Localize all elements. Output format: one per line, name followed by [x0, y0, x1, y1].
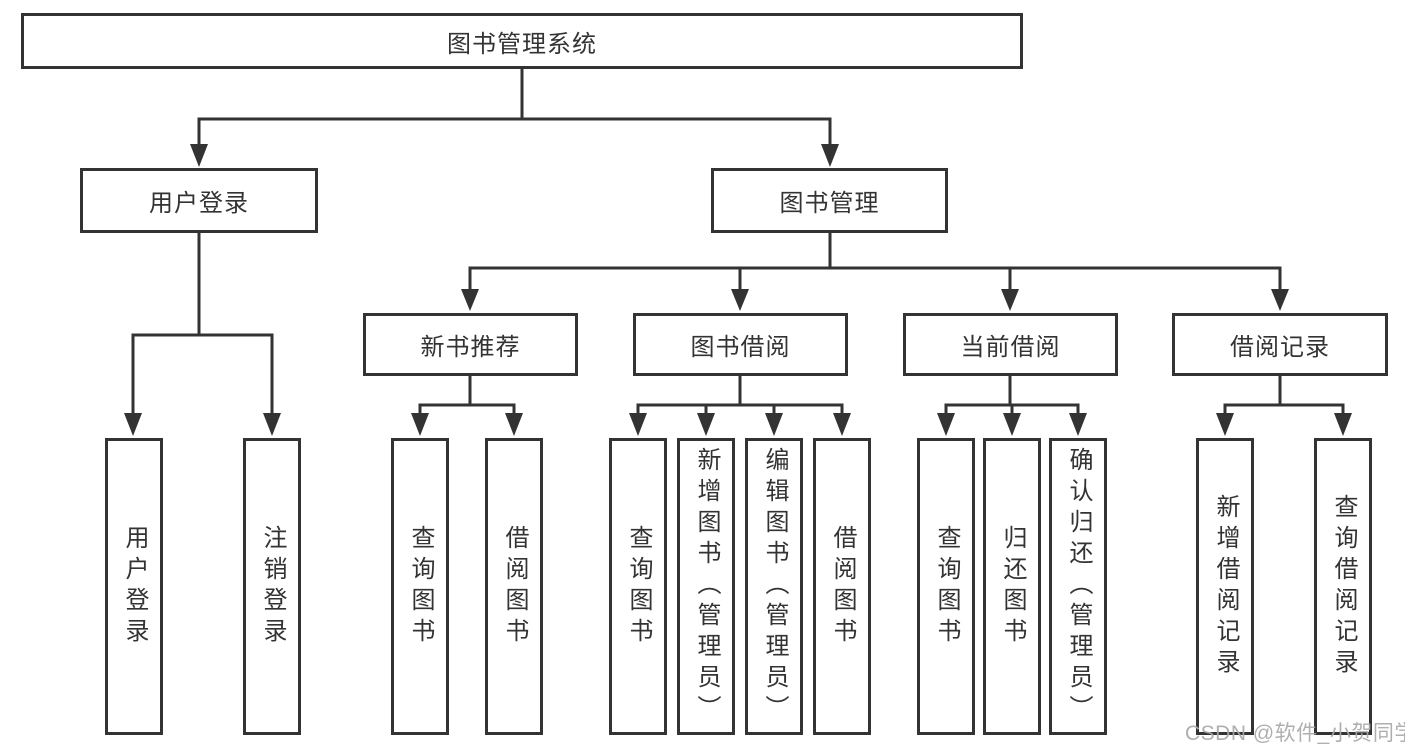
- connector-path: [131, 67, 1345, 417]
- node-borrow-records: 借阅记录: [1172, 313, 1388, 376]
- node-book-borrow-label: 图书借阅: [690, 334, 791, 361]
- leaf-query-book-current-label: 查询图书: [933, 524, 960, 649]
- leaf-borrow-book-recommend-label: 借阅图书: [501, 524, 528, 649]
- arrowhead: [821, 144, 839, 167]
- arrowhead: [833, 413, 851, 436]
- node-current-borrow-label: 当前借阅: [960, 334, 1061, 361]
- node-new-book-recommend-label: 新书推荐: [420, 334, 521, 361]
- arrowhead: [765, 413, 783, 436]
- arrowhead: [731, 289, 749, 311]
- node-user-login: 用户登录: [80, 168, 318, 233]
- leaf-query-book-borrow-label: 查询图书: [625, 524, 652, 649]
- arrowhead: [263, 413, 281, 436]
- leaf-borrow-book-recommend: 借阅图书: [485, 438, 543, 735]
- leaf-query-book-recommend-label: 查询图书: [407, 524, 434, 649]
- arrowhead: [1001, 289, 1019, 311]
- arrowhead: [1069, 413, 1087, 436]
- arrowhead: [505, 413, 523, 436]
- leaf-edit-book-admin-label: 编辑图书（管理员）: [761, 447, 788, 726]
- leaf-logout-label: 注销登录: [259, 524, 286, 649]
- leaf-confirm-return-admin-label: 确认归还（管理员）: [1065, 447, 1092, 726]
- leaf-add-book-admin: 新增图书（管理员）: [677, 438, 735, 735]
- leaf-query-borrow-record: 查询借阅记录: [1314, 438, 1372, 735]
- node-new-book-recommend: 新书推荐: [363, 313, 578, 376]
- node-root: 图书管理系统: [21, 13, 1023, 69]
- arrowhead: [461, 289, 479, 311]
- leaf-borrow-book: 借阅图书: [813, 438, 871, 735]
- node-book-borrow: 图书借阅: [633, 313, 848, 376]
- arrowhead: [1003, 413, 1021, 436]
- leaf-return-book-label: 归还图书: [999, 524, 1026, 649]
- csdn-watermark: CSDN @软件_小贺同学: [1185, 722, 1405, 745]
- leaf-add-book-admin-label: 新增图书（管理员）: [693, 447, 720, 726]
- node-book-management-label: 图书管理: [779, 190, 880, 217]
- leaf-query-borrow-record-label: 查询借阅记录: [1330, 493, 1357, 680]
- leaf-query-book-borrow: 查询图书: [609, 438, 667, 735]
- leaf-user-login-label: 用户登录: [121, 524, 148, 649]
- arrowheads: [124, 144, 1352, 436]
- node-root-label: 图书管理系统: [447, 30, 597, 58]
- arrowhead: [411, 413, 429, 436]
- node-user-login-label: 用户登录: [149, 190, 249, 217]
- arrowhead: [629, 413, 647, 436]
- leaf-logout: 注销登录: [243, 438, 301, 735]
- arrowhead: [937, 413, 955, 436]
- node-current-borrow: 当前借阅: [903, 313, 1118, 376]
- leaf-return-book: 归还图书: [983, 438, 1041, 735]
- arrowhead: [124, 413, 142, 436]
- leaf-add-borrow-record: 新增借阅记录: [1196, 438, 1254, 735]
- leaf-user-login: 用户登录: [105, 438, 163, 735]
- arrowhead: [1216, 413, 1234, 436]
- leaf-query-book-current: 查询图书: [917, 438, 975, 735]
- node-borrow-records-label: 借阅记录: [1230, 334, 1330, 361]
- leaf-borrow-book-label: 借阅图书: [829, 524, 856, 649]
- arrowhead: [1271, 289, 1289, 311]
- node-book-management: 图书管理: [711, 168, 948, 233]
- arrowhead: [1334, 413, 1352, 436]
- arrowhead: [697, 413, 715, 436]
- leaf-add-borrow-record-label: 新增借阅记录: [1212, 493, 1239, 680]
- arrowhead: [190, 144, 208, 167]
- leaf-edit-book-admin: 编辑图书（管理员）: [745, 438, 803, 735]
- leaf-confirm-return-admin: 确认归还（管理员）: [1049, 438, 1107, 735]
- leaf-query-book-recommend: 查询图书: [391, 438, 449, 735]
